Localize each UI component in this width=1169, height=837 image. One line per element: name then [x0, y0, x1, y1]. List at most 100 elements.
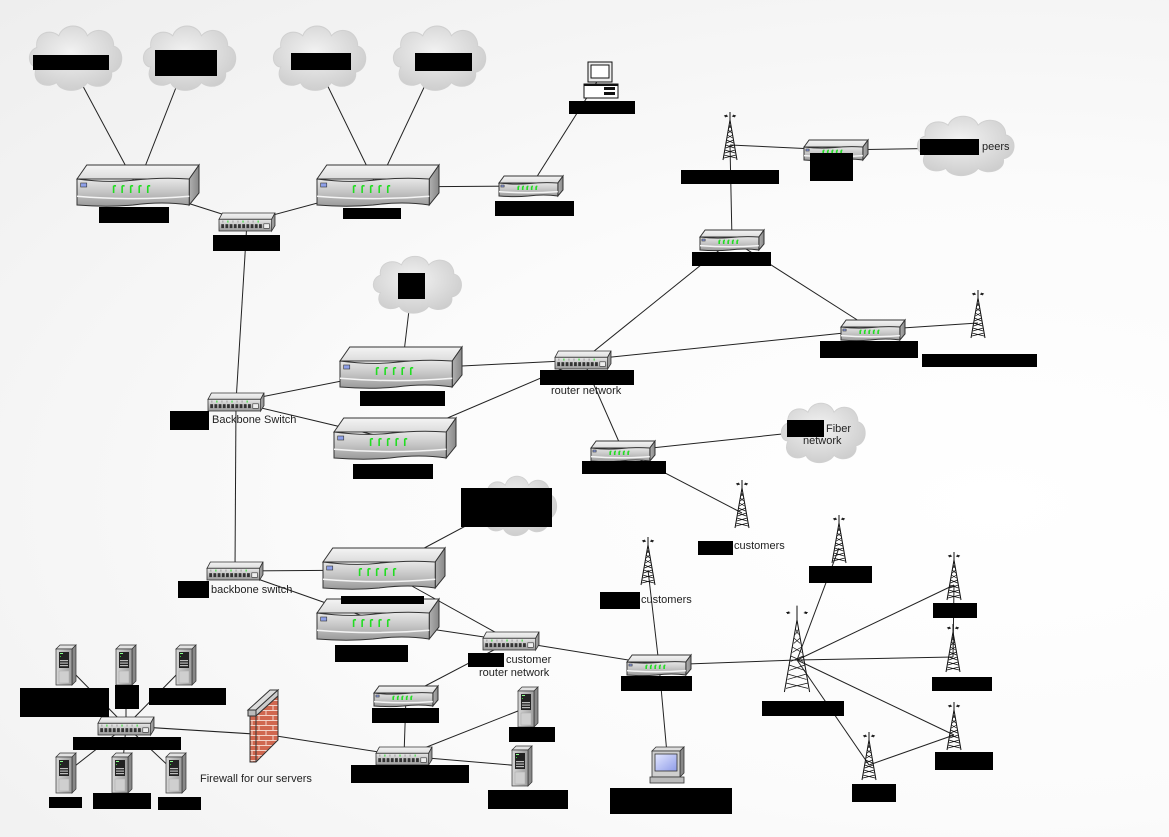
radio-tower-icon[interactable] — [945, 624, 961, 673]
connection-line-switch_router_net-router_right — [582, 329, 874, 361]
server-icon[interactable] — [517, 686, 539, 728]
redacted-label — [353, 464, 433, 479]
router-icon[interactable] — [840, 318, 906, 342]
redacted-label — [468, 653, 504, 667]
redacted-label — [621, 676, 692, 691]
desktop-computer-icon[interactable] — [583, 61, 619, 99]
redacted-label — [495, 201, 574, 216]
firewall-icon[interactable] — [246, 688, 280, 763]
connection-line-tower_d-tower_e — [868, 734, 955, 766]
server-icon[interactable] — [55, 644, 77, 686]
redacted-label — [213, 235, 280, 251]
radio-tower-icon[interactable] — [970, 290, 986, 339]
connection-line-tower_hub-tower_d — [796, 659, 955, 736]
customers-label-1: customers — [734, 540, 785, 552]
redacted-label — [920, 139, 979, 155]
customer-router-label-line2: router network — [479, 667, 550, 679]
radio-tower-icon[interactable] — [734, 480, 750, 529]
switch-icon[interactable] — [97, 716, 155, 737]
redacted-label — [415, 53, 472, 71]
switch-icon[interactable] — [375, 746, 433, 767]
redacted-label — [922, 354, 1037, 367]
router-icon[interactable] — [316, 597, 440, 641]
redacted-label — [582, 461, 666, 474]
redacted-labels — [20, 50, 1037, 814]
redacted-label — [787, 420, 824, 437]
redacted-label — [73, 737, 181, 750]
server-icon[interactable] — [115, 644, 137, 686]
redacted-label — [343, 208, 401, 219]
redacted-label — [33, 55, 109, 70]
router-icon[interactable] — [333, 416, 457, 460]
redacted-label — [762, 701, 844, 716]
server-icon[interactable] — [55, 752, 77, 794]
redacted-label — [341, 596, 424, 604]
redacted-label — [155, 50, 217, 76]
redacted-label — [335, 645, 408, 662]
redacted-label — [158, 797, 201, 810]
radio-tower-icon[interactable] — [861, 732, 877, 781]
radio-tower-icon[interactable] — [640, 537, 656, 586]
radio-tower-icon[interactable] — [946, 702, 962, 751]
router-network-label: router network — [551, 385, 622, 397]
router-icon[interactable] — [316, 163, 440, 207]
switch-icon[interactable] — [207, 392, 265, 413]
redacted-label — [99, 207, 169, 223]
server-icon[interactable] — [511, 745, 533, 787]
peers-label: peers — [982, 141, 1010, 153]
redacted-label — [360, 391, 445, 406]
fiber-label-line1: Fiber — [826, 423, 851, 435]
fiber-label-line2: network — [803, 435, 842, 447]
router-icon[interactable] — [339, 345, 463, 389]
switch-icon[interactable] — [482, 631, 540, 652]
switch-icon[interactable] — [218, 212, 276, 233]
switch-icon[interactable] — [206, 561, 264, 582]
redacted-label — [932, 677, 992, 691]
server-icon[interactable] — [175, 644, 197, 686]
redacted-label — [698, 541, 733, 555]
redacted-label — [49, 797, 82, 808]
customers-label-2: customers — [641, 594, 692, 606]
server-icon[interactable] — [111, 752, 133, 794]
backbone-switch2-label: backbone switch — [211, 584, 292, 596]
redacted-label — [809, 566, 872, 583]
server-icon[interactable] — [165, 752, 187, 794]
workstation-icon[interactable] — [649, 746, 685, 784]
radio-tower-icon[interactable] — [783, 605, 811, 693]
router-icon[interactable] — [498, 174, 564, 198]
connection-line-tower_top-router_mid_right — [729, 144, 733, 241]
redacted-label — [170, 411, 209, 430]
router-icon[interactable] — [699, 228, 765, 252]
connection-line-tower_b-tower_c — [952, 584, 955, 658]
redacted-label — [692, 252, 771, 266]
redacted-label — [540, 370, 634, 385]
redacted-label — [461, 488, 552, 527]
switch-icon[interactable] — [554, 350, 612, 371]
redacted-label — [178, 581, 209, 598]
router-icon[interactable] — [76, 163, 200, 207]
redacted-label — [569, 101, 635, 114]
redacted-label — [610, 788, 732, 814]
firewall-label: Firewall for our servers — [200, 773, 312, 785]
radio-tower-icon[interactable] — [831, 515, 847, 564]
connection-line-tower_hub-tower_c — [796, 656, 954, 661]
redacted-label — [509, 727, 555, 742]
redacted-label — [852, 784, 896, 802]
router-icon[interactable] — [590, 439, 656, 463]
redacted-label — [291, 53, 351, 70]
redacted-label — [351, 765, 469, 783]
radio-tower-icon[interactable] — [946, 552, 962, 601]
connection-line-backbone_switch-backbone_switch2 — [234, 401, 237, 572]
redacted-label — [681, 170, 779, 184]
redacted-label — [933, 603, 977, 618]
customer-router-label-line1: customer — [506, 654, 552, 666]
redacted-label — [820, 341, 918, 358]
connection-line-tower_customers2-router_wireless — [647, 569, 660, 666]
router-icon[interactable] — [322, 546, 446, 590]
redacted-label — [149, 688, 226, 705]
router-icon[interactable] — [373, 684, 439, 708]
redacted-label — [115, 685, 139, 709]
router-icon[interactable] — [626, 653, 692, 677]
radio-tower-icon[interactable] — [722, 112, 738, 161]
